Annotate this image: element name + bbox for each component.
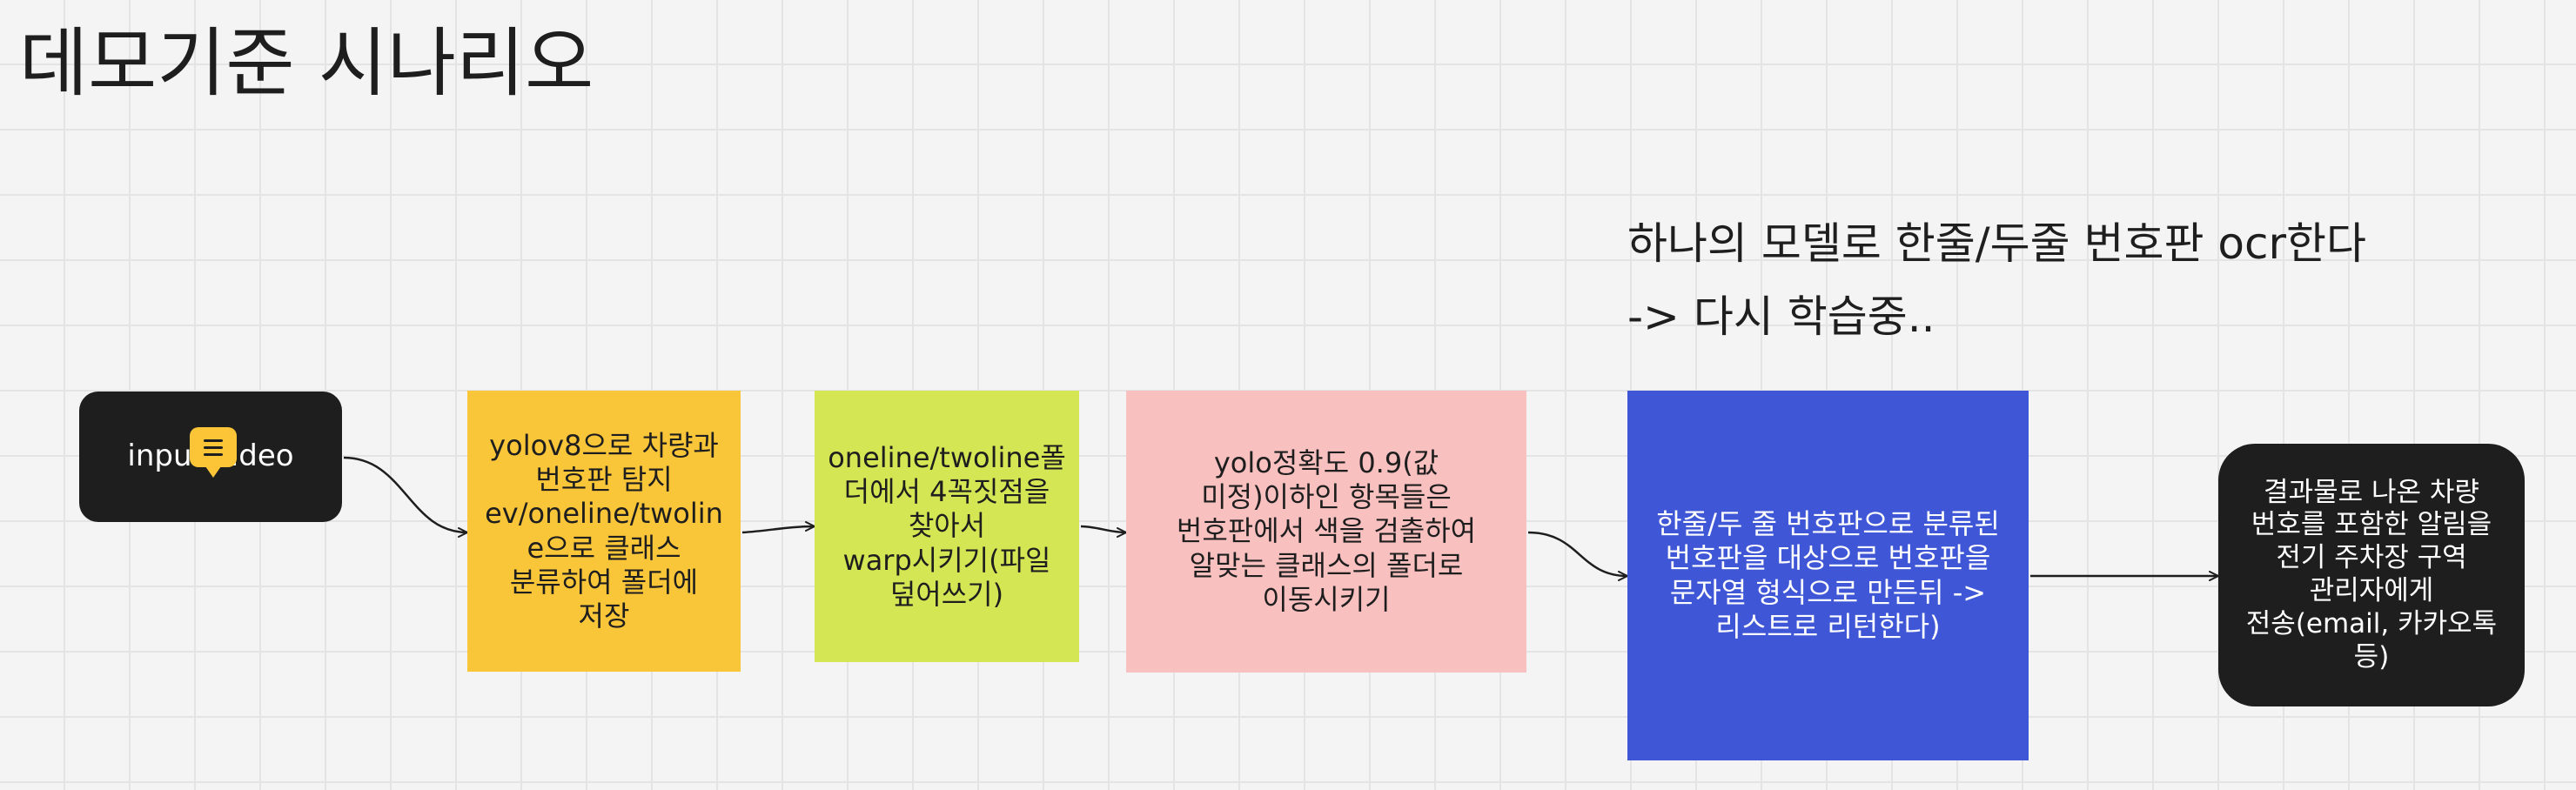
node-line: yolov8으로 차량과 (489, 429, 719, 463)
page-title: 데모기준 시나리오 (19, 20, 594, 107)
node-line: 분류하여 폴더에 (509, 565, 699, 599)
node-line: 문자열 형식으로 만든뒤 -> (1669, 575, 1987, 609)
node-line: yolo정확도 0.9(값 (1213, 446, 1439, 480)
node-line: 리스트로 리턴한다) (1715, 609, 1941, 643)
node-alert[interactable]: 결과물로 나온 차량 번호를 포함한 알림을 전기 주차장 구역 관리자에게 전… (2218, 444, 2525, 706)
node-line: 덮어쓰기) (889, 577, 1004, 611)
comment-line (204, 453, 223, 456)
node-line: 전기 주차장 구역 (2276, 542, 2467, 574)
connector-warp-to-color[interactable] (1080, 525, 1127, 538)
connector-yolo-to-warp[interactable] (741, 521, 815, 534)
comment-icon[interactable] (190, 427, 237, 478)
node-line: 전송(email, 카카오톡 (2245, 607, 2498, 639)
node-line: 이동시키기 (1262, 582, 1391, 616)
node-line: 등) (2353, 640, 2390, 673)
comment-line (204, 446, 223, 449)
node-text: 결과물로 나온 차량 번호를 포함한 알림을 전기 주차장 구역 관리자에게 전… (2246, 477, 2497, 674)
note-text: 하나의 모델로 한줄/두줄 번호판 ocr한다 -> 다시 학습중.. (1627, 207, 2366, 353)
node-line: e으로 클래스 (527, 531, 681, 565)
node-line: 알맞는 클래스의 폴더로 (1189, 548, 1464, 582)
node-text: 한줄/두 줄 번호판으로 분류된 번호판을 대상으로 번호판을 문자열 형식으로… (1656, 507, 2000, 643)
node-text: yolov8으로 차량과 번호판 탐지 ev/oneline/twolin e으… (485, 429, 723, 633)
node-text: yolo정확도 0.9(값 미정)이하인 항목들은 번호판에서 색을 검출하여 … (1177, 446, 1476, 616)
node-text: oneline/twoline폴 더에서 4꼭짓점을 찾아서 warp시키기(파… (828, 441, 1066, 611)
node-ocr-list[interactable]: 한줄/두 줄 번호판으로 분류된 번호판을 대상으로 번호판을 문자열 형식으로… (1627, 391, 2029, 760)
node-line: warp시키기(파일 (842, 543, 1051, 577)
connector-color-to-list[interactable] (1527, 531, 1628, 581)
note-line-1: 하나의 모델로 한줄/두줄 번호판 ocr한다 (1627, 218, 2367, 269)
node-line: 번호판에서 색을 검출하여 (1176, 514, 1477, 548)
node-line: 번호판을 대상으로 번호판을 (1665, 541, 1991, 575)
node-warp[interactable]: oneline/twoline폴 더에서 4꼭짓점을 찾아서 warp시키기(파… (815, 391, 1079, 662)
node-line: ev/oneline/twolin (485, 497, 723, 531)
note-line-2: -> 다시 학습중.. (1627, 291, 1935, 342)
node-yolo-detect[interactable]: yolov8으로 차량과 번호판 탐지 ev/oneline/twolin e으… (467, 391, 741, 672)
node-line: 저장 (578, 599, 630, 633)
node-line: 번호를 포함한 알림을 (2251, 509, 2492, 541)
node-line: oneline/twoline폴 (828, 441, 1066, 475)
node-color-detect[interactable]: yolo정확도 0.9(값 미정)이하인 항목들은 번호판에서 색을 검출하여 … (1126, 391, 1526, 673)
node-line: 번호판 탐지 (535, 463, 673, 497)
node-line: 미정)이하인 항목들은 (1201, 480, 1452, 514)
node-line: 한줄/두 줄 번호판으로 분류된 (1656, 507, 2000, 541)
connector-input-to-yolo[interactable] (343, 456, 468, 538)
node-line: 관리자에게 (2309, 575, 2434, 606)
comment-line (204, 439, 223, 442)
node-line: 더에서 4꼭짓점을 (843, 475, 1050, 509)
node-line: 찾아서 (908, 509, 986, 543)
node-line: 결과물로 나온 차량 (2264, 476, 2479, 508)
